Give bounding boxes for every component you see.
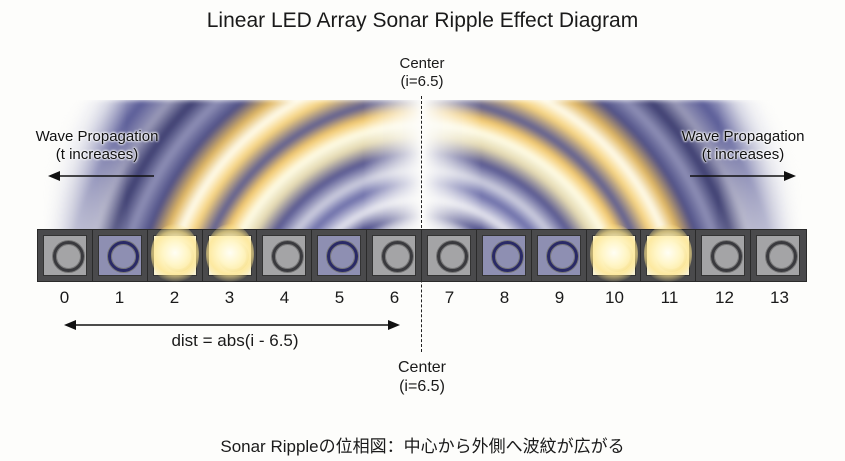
led-cell <box>587 224 642 284</box>
arrow-left-icon <box>48 171 154 181</box>
led-index: 2 <box>169 288 180 307</box>
center-label-bottom: Center (i=6.5) <box>382 358 462 396</box>
led-index: 1 <box>114 288 125 307</box>
led-cell <box>93 230 148 281</box>
center-label-bottom-line1: Center <box>397 359 447 376</box>
led-cell <box>477 230 532 281</box>
center-label-top: Center (i=6.5) <box>382 55 462 91</box>
led-cell <box>641 224 697 284</box>
led-ring-icon <box>491 241 523 272</box>
led-index: 12 <box>715 288 734 307</box>
led-ring-icon <box>327 241 359 272</box>
led-cell <box>751 230 806 281</box>
led-cell <box>38 230 93 281</box>
wave-left-line2: (t increases) <box>55 146 139 163</box>
led-ring-icon <box>272 241 304 272</box>
led-strip <box>37 224 807 284</box>
led-ring-icon <box>53 241 84 272</box>
led-ring-icon <box>711 241 743 272</box>
diagram-caption: Sonar Rippleの位相図：中心から外側へ波紋が広がる <box>220 437 625 456</box>
led-index: 10 <box>605 288 624 307</box>
diagram-title: Linear LED Array Sonar Ripple Effect Dia… <box>206 9 639 32</box>
led-ring-icon <box>766 241 798 272</box>
led-cell <box>532 230 587 281</box>
led-cell <box>148 224 203 284</box>
led-index: 8 <box>499 288 510 307</box>
led-cell <box>367 230 423 281</box>
led-glow <box>205 224 254 284</box>
led-glow <box>644 224 693 284</box>
led-index: 11 <box>660 288 679 307</box>
led-index: 6 <box>389 288 400 307</box>
distance-double-arrow-icon <box>64 320 400 330</box>
led-ring-icon <box>437 241 469 272</box>
led-index: 5 <box>334 288 345 307</box>
led-index: 7 <box>444 288 455 307</box>
led-ring-icon <box>546 241 578 272</box>
led-cell <box>696 230 752 281</box>
led-index: 9 <box>554 288 565 307</box>
led-cell <box>312 230 368 281</box>
led-index: 0 <box>59 288 70 307</box>
led-glow <box>150 224 199 284</box>
led-glow <box>589 224 638 284</box>
led-cell <box>257 230 313 281</box>
led-index: 4 <box>279 288 290 307</box>
arrow-right-icon <box>690 171 796 181</box>
led-cell <box>203 224 258 284</box>
center-label-top-line1: Center <box>399 55 445 72</box>
center-label-bottom-line2: (i=6.5) <box>399 378 445 395</box>
led-ring-icon <box>382 241 414 272</box>
center-label-top-line2: (i=6.5) <box>400 73 444 90</box>
led-index: 3 <box>224 288 235 307</box>
wave-right-line1: Wave Propagation <box>681 128 805 145</box>
wave-left-line1: Wave Propagation <box>35 128 159 145</box>
wave-propagation-right: Wave Propagation (t increases) <box>668 128 818 164</box>
wave-propagation-left: Wave Propagation (t increases) <box>22 128 172 164</box>
center-divider-line <box>421 96 422 352</box>
led-index: 13 <box>770 288 789 307</box>
led-cell <box>422 230 477 281</box>
wave-right-line2: (t increases) <box>701 146 785 163</box>
distance-formula: dist = abs(i - 6.5) <box>171 331 299 350</box>
led-ring-icon <box>107 241 139 272</box>
